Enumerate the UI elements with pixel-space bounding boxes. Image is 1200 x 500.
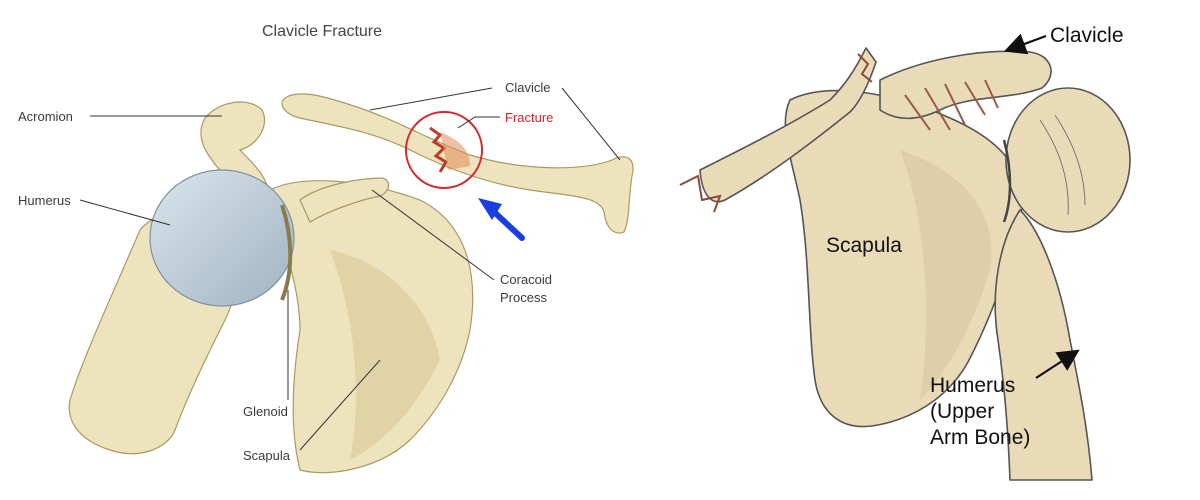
label-glenoid: Glenoid bbox=[243, 404, 288, 419]
fracture-pointer-arrow bbox=[478, 198, 525, 241]
label-fracture: Fracture bbox=[505, 110, 553, 125]
label-scapula-right: Scapula bbox=[826, 234, 902, 257]
left-coracoid-bone bbox=[299, 177, 390, 223]
right-humerus-shaft bbox=[994, 209, 1093, 481]
right-clavicle-fragment bbox=[699, 47, 877, 203]
label-humerus-right-line3: Arm Bone) bbox=[930, 426, 1030, 449]
right-humeral-head bbox=[1005, 87, 1131, 233]
left-humeral-head bbox=[149, 169, 295, 307]
label-clavicle-right: Clavicle bbox=[1050, 24, 1124, 47]
right-anatomy-figure: Clavicle Scapula Humerus (Upper Arm Bone… bbox=[679, 24, 1131, 481]
right-scapula-bone bbox=[784, 89, 1023, 428]
arrow-humerus-right bbox=[1035, 349, 1080, 379]
fracture-highlight-circle bbox=[405, 111, 483, 189]
label-coracoid-line1: Coracoid bbox=[500, 272, 552, 287]
left-glenoid-rim bbox=[280, 204, 293, 301]
left-anatomy-figure: Clavicle Fracture Acromion Humerus Clavi… bbox=[18, 23, 634, 474]
label-humerus-right-line2: (Upper bbox=[930, 400, 994, 423]
label-coracoid-line2: Process bbox=[500, 290, 547, 305]
label-scapula-left: Scapula bbox=[243, 448, 291, 463]
label-humerus-right-line1: Humerus bbox=[930, 374, 1015, 397]
right-ligaments bbox=[904, 79, 999, 131]
left-acromion-bone bbox=[200, 101, 269, 197]
left-figure-title: Clavicle Fracture bbox=[262, 23, 382, 40]
arrow-clavicle-right bbox=[1003, 33, 1047, 55]
label-acromion: Acromion bbox=[18, 109, 73, 124]
label-clavicle-left: Clavicle bbox=[505, 80, 551, 95]
label-humerus-left: Humerus bbox=[18, 193, 71, 208]
